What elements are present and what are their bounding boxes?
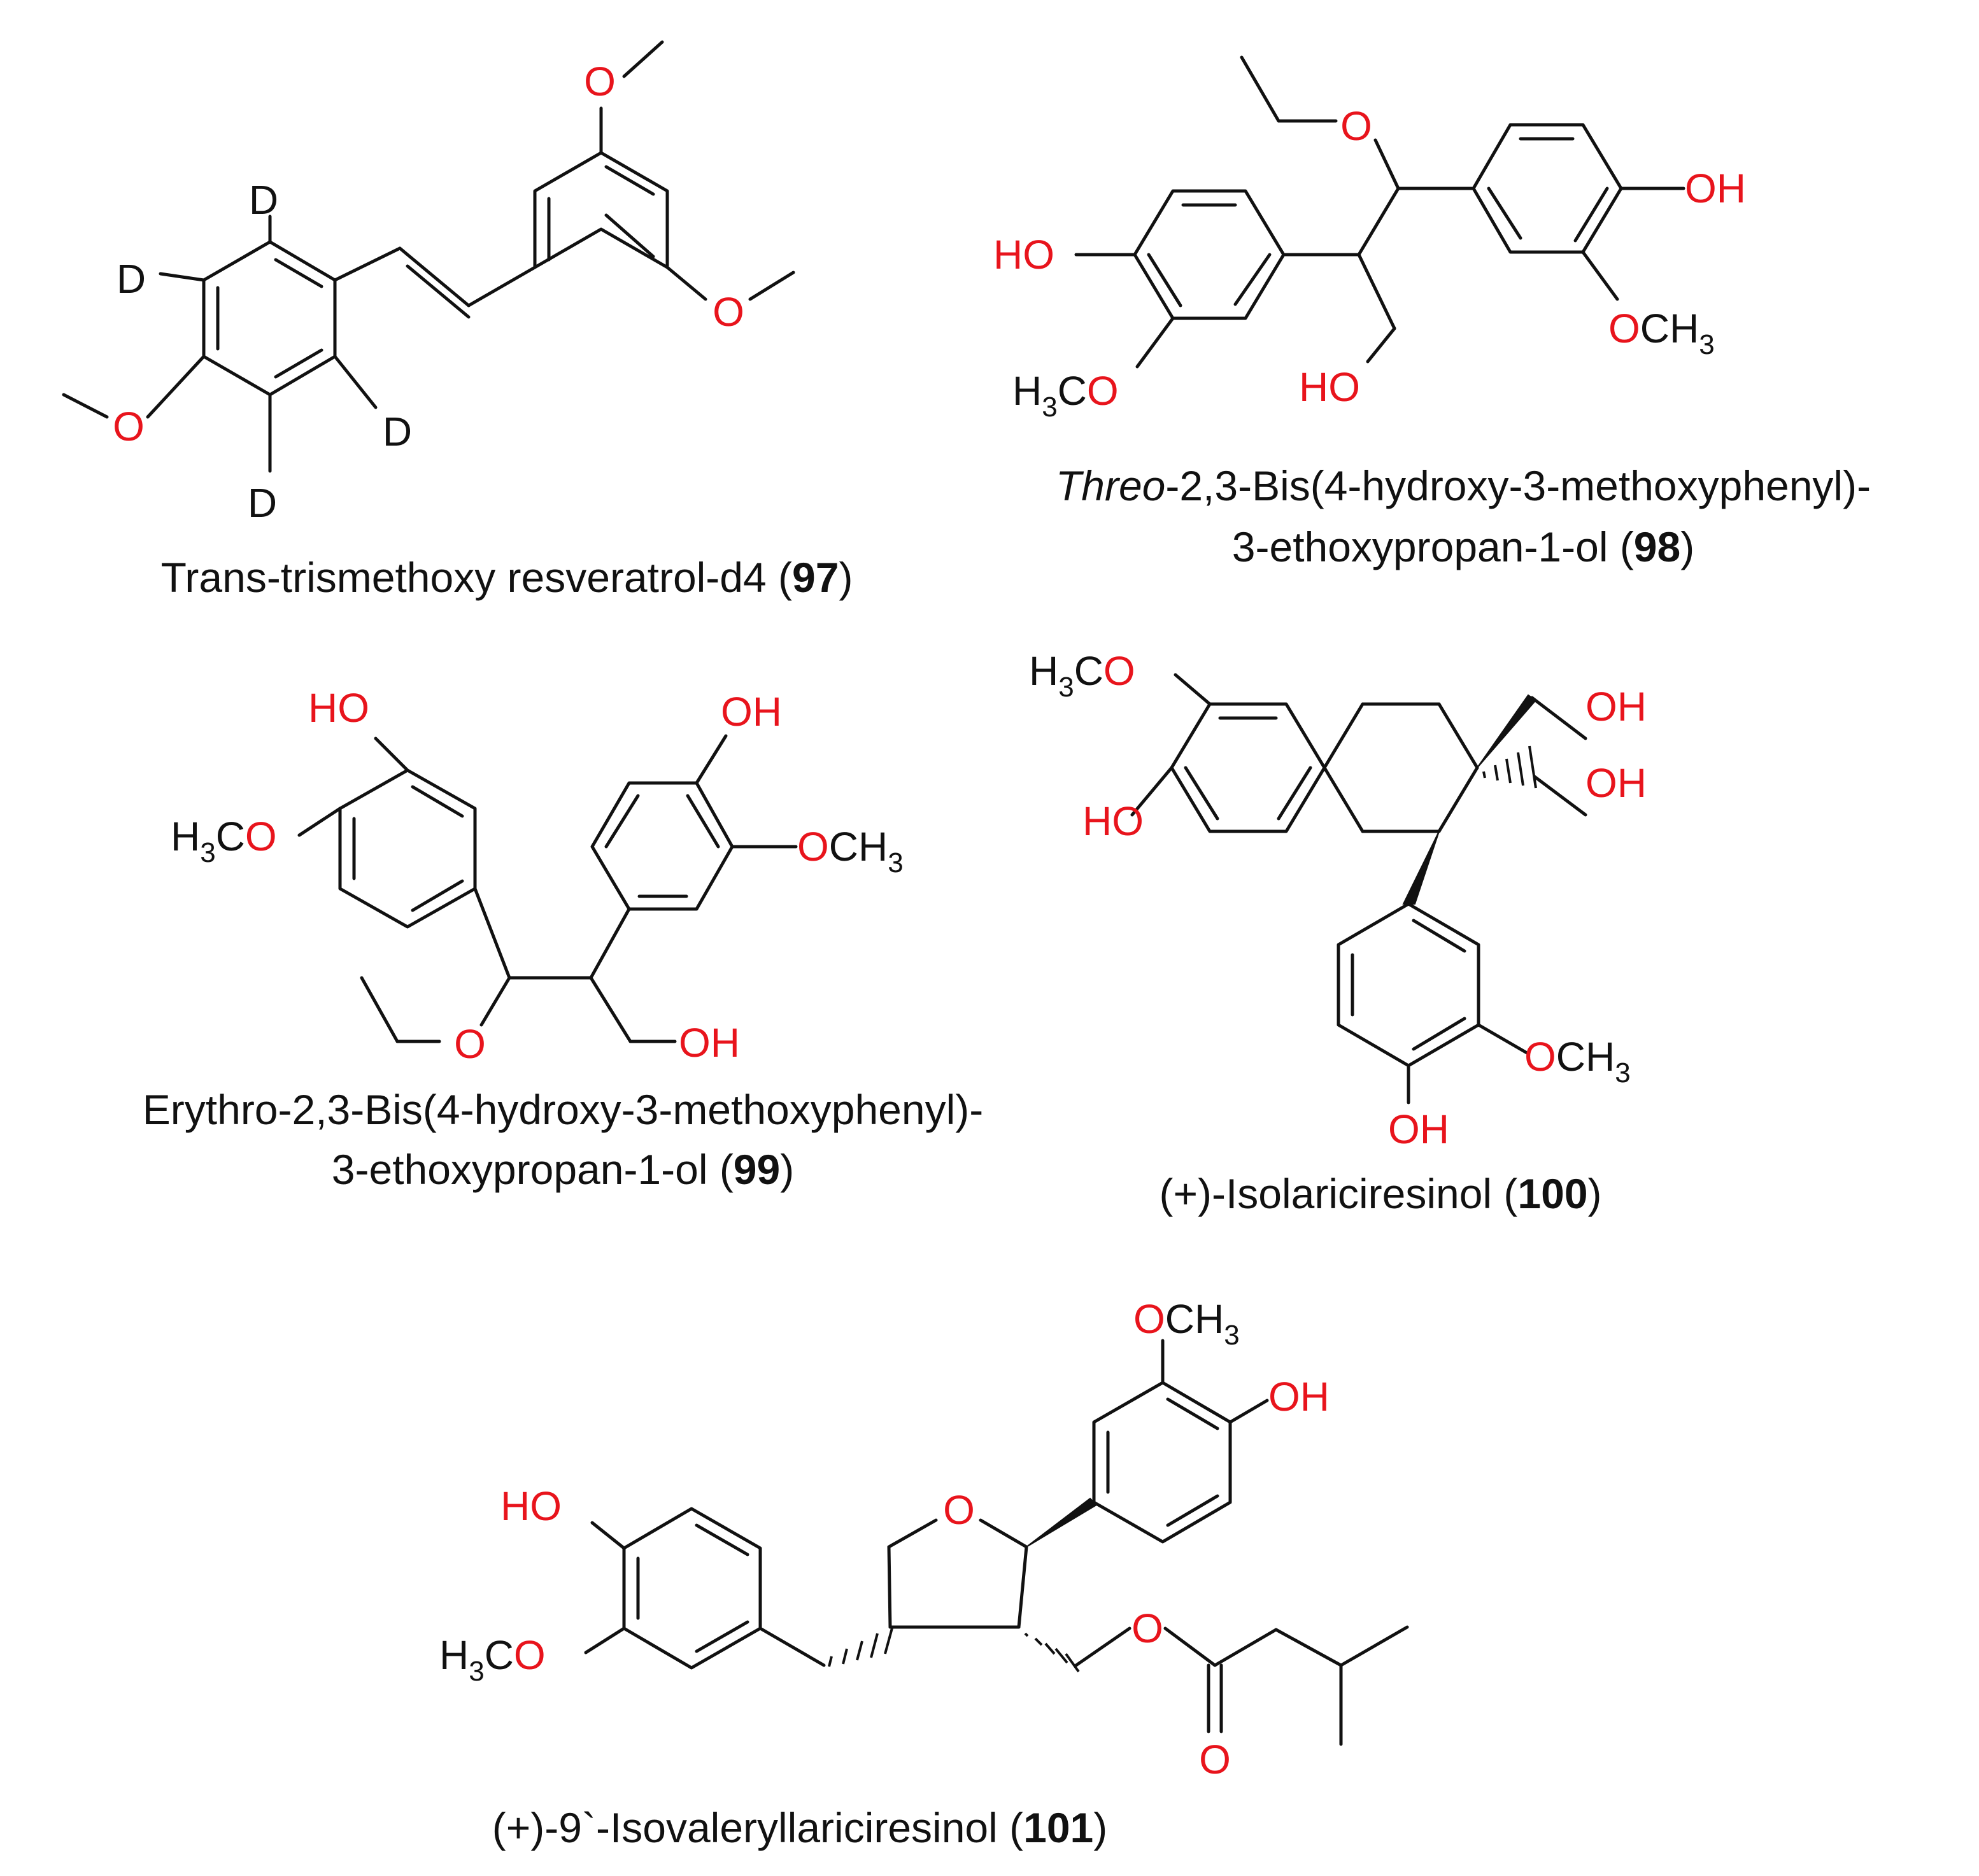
atom-label-och3: OCH3 bbox=[1133, 1296, 1240, 1351]
compound-99-caption-line2: 3-ethoxypropan-1-ol (99) bbox=[332, 1146, 794, 1193]
atom-label: OH bbox=[1685, 166, 1746, 211]
atom-label: D bbox=[117, 256, 146, 302]
atom-label: HO bbox=[308, 685, 369, 731]
compound-97-caption: Trans-trismethoxy resveratrol-d4 (97) bbox=[161, 554, 853, 601]
atom-label: O bbox=[113, 404, 145, 449]
atom-label: OH bbox=[679, 1020, 740, 1066]
atom-label: OH bbox=[1388, 1106, 1449, 1152]
atom-label-h3co: H3CO bbox=[171, 814, 277, 868]
hashed-bond bbox=[1024, 1632, 1080, 1673]
atom-label: OH bbox=[1585, 684, 1647, 730]
atom-label: OH bbox=[721, 689, 782, 735]
atom-label: O bbox=[584, 59, 616, 104]
compound-101-structure: OCH3 OH HO O H3CO O O bbox=[439, 1296, 1409, 1782]
atom-label: D bbox=[249, 177, 278, 223]
atom-label: O bbox=[1340, 103, 1372, 149]
atom-label: HO bbox=[1082, 798, 1144, 844]
atom-label: HO bbox=[1299, 364, 1360, 410]
atom-label: HO bbox=[500, 1483, 562, 1529]
compound-98-caption-line2: 3-ethoxypropan-1-ol (98) bbox=[1232, 523, 1694, 570]
atom-label: HO bbox=[993, 232, 1054, 278]
atom-label-och3: OCH3 bbox=[797, 824, 904, 878]
compound-98-caption-line1: Threo-2,3-Bis(4-hydroxy-3-methoxyphenyl)… bbox=[1056, 462, 1871, 509]
atom-label: D bbox=[248, 480, 277, 526]
compound-100-structure: H3CO HO OH OH OCH3 OH bbox=[1029, 648, 1647, 1152]
atom-label: O bbox=[713, 289, 744, 335]
hashed-bond bbox=[828, 1625, 894, 1667]
atom-label-h3co: H3CO bbox=[1012, 368, 1119, 423]
atom-label-och3: OCH3 bbox=[1608, 306, 1715, 360]
atom-label: O bbox=[943, 1487, 975, 1533]
atom-label: OH bbox=[1585, 760, 1647, 806]
atom-label-h3co: H3CO bbox=[439, 1632, 546, 1687]
compound-99-structure: HO OH H3CO OCH3 O OH bbox=[171, 685, 904, 1067]
compound-100-caption: (+)-Isolariciresinol (100) bbox=[1159, 1170, 1601, 1217]
compound-101-caption: (+)-9`-Isovaleryllariciresinol (101) bbox=[492, 1804, 1107, 1851]
compound-97-structure: O O O D D D D bbox=[62, 40, 795, 526]
atom-label: O bbox=[1131, 1605, 1163, 1651]
atom-label-och3: OCH3 bbox=[1524, 1034, 1631, 1089]
atom-label: O bbox=[454, 1021, 486, 1067]
hashed-bond bbox=[1482, 745, 1537, 789]
compound-99-caption-line1: Erythro-2,3-Bis(4-hydroxy-3-methoxypheny… bbox=[143, 1086, 983, 1133]
compound-98-structure: O OH OCH3 HO H3CO HO bbox=[993, 55, 1746, 423]
atom-label-h3co: H3CO bbox=[1029, 648, 1135, 703]
atom-label: O bbox=[1199, 1737, 1231, 1782]
atom-label: D bbox=[383, 409, 412, 455]
atom-label: OH bbox=[1268, 1374, 1330, 1420]
